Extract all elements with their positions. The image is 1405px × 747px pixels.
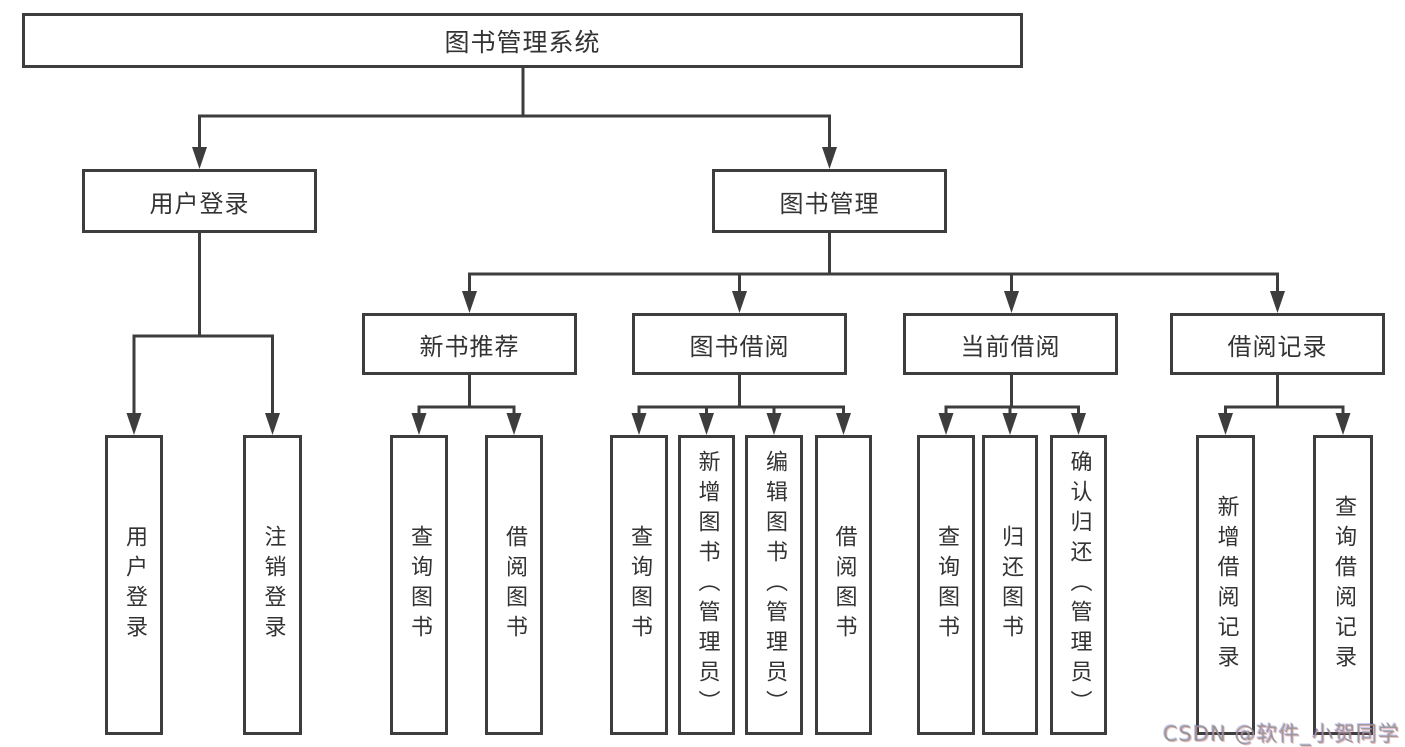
leaf-edit-books-admin: 编辑图书（管理员） (745, 435, 803, 735)
node-label: 借阅图书 (502, 525, 527, 645)
arrowhead (1335, 413, 1351, 435)
leaf-return-books: 归还图书 (982, 435, 1038, 735)
arrowhead (938, 413, 954, 435)
csdn-watermark: CSDN @软件_小贺同学 (1162, 722, 1400, 746)
node-label: 确认归还（管理员） (1066, 450, 1092, 720)
node-label: 编辑图书（管理员） (762, 450, 787, 720)
node-label: 图书借阅 (689, 332, 790, 361)
node-label: 当前借阅 (960, 332, 1061, 361)
connector-borrow-record-branch (1218, 375, 1351, 435)
leaf-logout: 注销登录 (243, 435, 302, 735)
arrowhead (1218, 413, 1233, 435)
connector-book-mgmt-branch (462, 233, 1285, 313)
leaf-add-borrow-record: 新增借阅记录 (1196, 435, 1255, 735)
node-current-borrowing: 当前借阅 (903, 313, 1118, 375)
arrowhead (462, 291, 477, 313)
leaf-query-borrow-record: 查询借阅记录 (1313, 435, 1373, 735)
node-label: 新书推荐 (419, 332, 520, 361)
node-label: 查询借阅记录 (1331, 495, 1356, 675)
arrowhead (1004, 291, 1019, 313)
arrowhead (836, 413, 851, 435)
arrowhead (506, 413, 522, 435)
node-label: 图书管理 (779, 189, 880, 218)
arrowhead (1071, 413, 1086, 435)
connector-new-book-branch (411, 375, 522, 435)
node-label: 查询图书 (627, 525, 652, 645)
node-root-library-system: 图书管理系统 (22, 13, 1023, 68)
node-book-borrowing: 图书借阅 (632, 313, 847, 375)
arrowhead (631, 413, 647, 435)
leaf-query-books-recommend: 查询图书 (390, 435, 448, 735)
connector-current-borrow-branch (938, 375, 1086, 435)
leaf-borrow-books: 借阅图书 (815, 435, 872, 735)
leaf-query-books-current: 查询图书 (917, 435, 975, 735)
node-label: 借阅图书 (831, 525, 857, 645)
node-label: 借阅记录 (1227, 332, 1328, 361)
arrowhead (1002, 413, 1018, 435)
leaf-add-books-admin: 新增图书（管理员） (678, 435, 735, 735)
arrowhead (265, 413, 280, 435)
connector-root-to-level2 (192, 68, 837, 169)
node-borrowing-records: 借阅记录 (1170, 313, 1385, 375)
arrowhead (126, 413, 142, 435)
node-new-book-recommend: 新书推荐 (362, 313, 577, 375)
leaf-borrow-books-recommend: 借阅图书 (485, 435, 543, 735)
leaf-confirm-return-admin: 确认归还（管理员） (1050, 435, 1107, 735)
arrowhead (822, 147, 837, 169)
arrowhead (192, 147, 207, 169)
node-label: 用户登录 (149, 189, 250, 218)
leaf-query-books-borrow: 查询图书 (610, 435, 668, 735)
node-book-management: 图书管理 (712, 169, 947, 233)
node-label: 注销登录 (260, 525, 286, 645)
connector-user-login-branch (126, 233, 280, 435)
node-label: 新增借阅记录 (1213, 495, 1239, 675)
node-label: 归还图书 (998, 525, 1023, 645)
node-label: 查询图书 (407, 525, 432, 645)
node-user-login: 用户登录 (82, 169, 317, 233)
node-label: 用户登录 (122, 525, 147, 645)
leaf-user-login: 用户登录 (105, 435, 163, 735)
connector-book-borrow-branch (631, 375, 851, 435)
arrowhead (732, 291, 747, 313)
arrowhead (699, 413, 714, 435)
arrowhead (411, 413, 427, 435)
arrowhead (766, 413, 782, 435)
node-label: 查询图书 (934, 525, 959, 645)
node-label: 新增图书（管理员） (694, 450, 720, 720)
node-label: 图书管理系统 (444, 27, 601, 57)
arrowhead (1270, 291, 1285, 313)
